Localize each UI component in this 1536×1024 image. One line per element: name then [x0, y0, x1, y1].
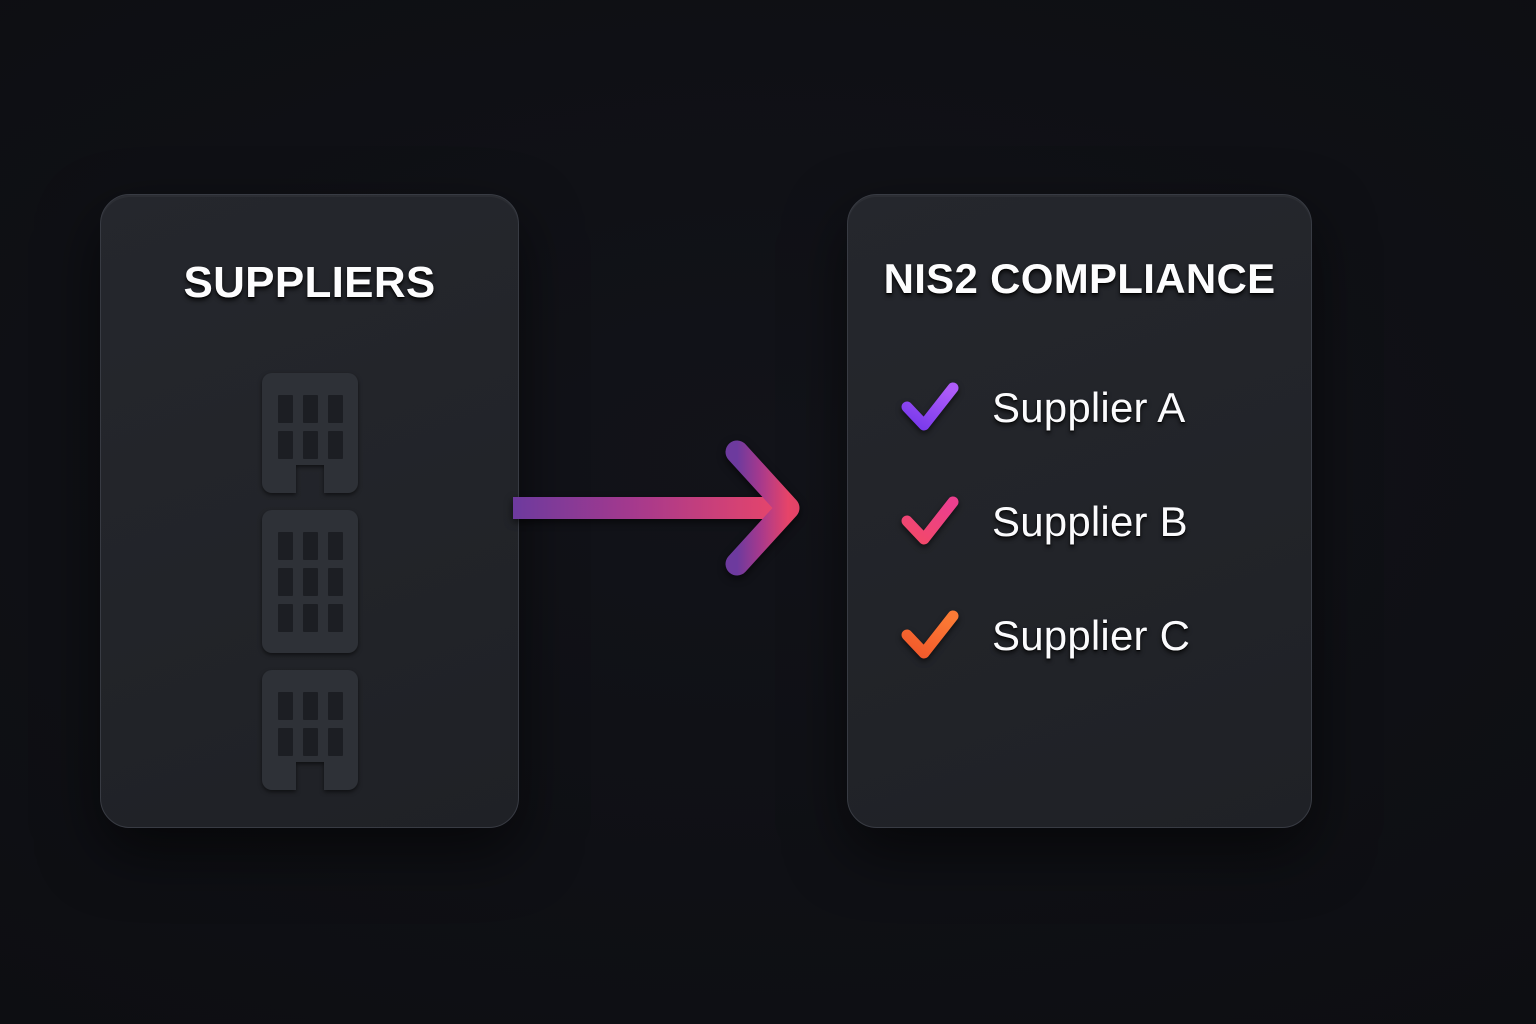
- building-icon-2: [261, 510, 358, 653]
- building-icon-1: [261, 373, 358, 493]
- compliance-panel-title: NIS2 COMPLIANCE: [883, 255, 1276, 302]
- list-item[interactable]: Supplier C: [900, 605, 1190, 667]
- check-icon: [901, 610, 959, 659]
- flow-arrow-right: [513, 440, 800, 576]
- list-item[interactable]: Supplier B: [900, 491, 1190, 553]
- supplier-label: Supplier A: [992, 384, 1186, 431]
- compliance-panel: NIS2 COMPLIANCE Supplier A: [847, 194, 1312, 828]
- check-icon: [901, 496, 959, 545]
- supplier-label: Supplier B: [992, 498, 1188, 545]
- building-icon-3: [261, 670, 358, 790]
- suppliers-panel-title: SUPPLIERS: [183, 258, 436, 307]
- building-icon-stack: [101, 373, 518, 790]
- suppliers-panel: SUPPLIERS: [100, 194, 519, 828]
- compliance-list: Supplier A Supplier B: [900, 377, 1190, 667]
- list-item[interactable]: Supplier A: [900, 377, 1190, 439]
- supplier-label: Supplier C: [992, 612, 1191, 659]
- check-icon: [901, 382, 959, 431]
